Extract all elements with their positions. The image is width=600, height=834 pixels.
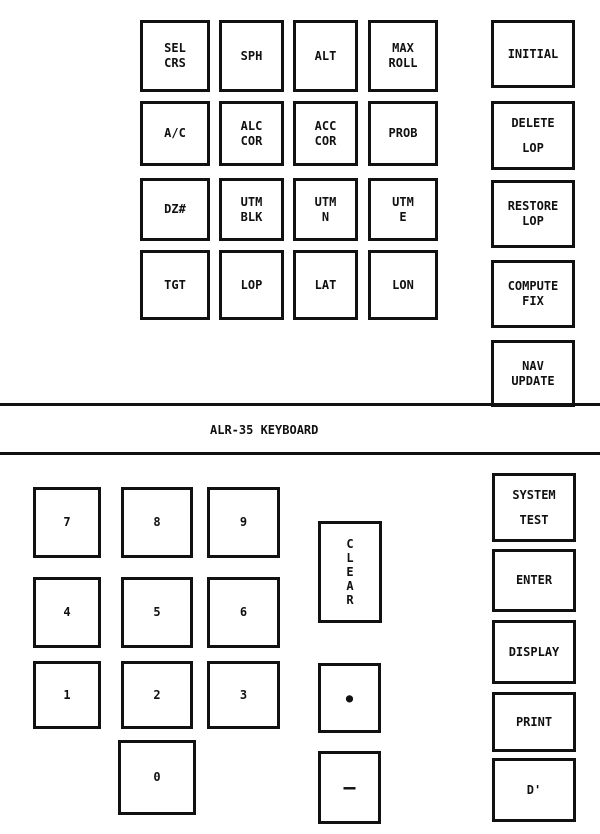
key-label: 9 [239,515,248,529]
key-1[interactable]: 1 [33,661,101,729]
key-label: SEL [164,41,186,55]
key-label: CRS [164,56,186,70]
key-label: — [343,775,356,799]
key-label: COR [240,133,263,148]
key-6[interactable]: 6 [207,577,280,648]
key-label: ALC [240,118,263,133]
key-label: A [346,579,354,593]
key-decimal-point[interactable]: ● [318,663,381,733]
key-label: ENTER [515,573,553,587]
key-label: 3 [239,687,248,702]
key-label: LOP [522,214,544,228]
key-4[interactable]: 4 [33,577,101,648]
key-display[interactable]: DISPLAY [492,620,576,684]
divider-bottom [0,452,600,455]
key-label: LOP [522,140,544,155]
key-label: UPDATE [511,373,555,388]
keyboard-title: ALR-35 KEYBOARD [210,423,319,437]
key-label: UTM [392,194,414,209]
key-label: DISPLAY [508,644,560,659]
key-label: FIX [522,294,544,308]
key-a-c[interactable]: A/C [140,101,210,166]
key-sph[interactable]: SPH [219,20,284,92]
key-label: 6 [239,605,248,619]
key-3[interactable]: 3 [207,661,280,729]
key-label: COR [314,133,337,148]
key-minus[interactable]: — [318,751,381,824]
key-label: R [346,593,354,607]
key-label: COMPUTE [507,279,559,293]
key-9[interactable]: 9 [207,487,280,558]
key-5[interactable]: 5 [121,577,193,648]
key-label: E [399,209,407,224]
key-label: D' [526,782,542,797]
key-label: TEST [519,512,549,527]
key-label: NAV [522,358,544,373]
key-label: DELETE [511,115,555,130]
key-label: C [346,537,354,551]
key-2[interactable]: 2 [121,661,193,729]
key-label: ROLL [388,56,418,70]
key-label: SPH [240,48,263,63]
key-label: E [346,565,354,579]
key-print[interactable]: PRINT [492,692,576,752]
key-8[interactable]: 8 [121,487,193,558]
key-label: A/C [164,126,186,140]
key-label: LOP [240,277,263,292]
key-alt[interactable]: ALT [293,20,358,92]
key-lop[interactable]: LOP [219,250,284,320]
divider-top [0,403,600,406]
key-label: UTM [240,194,263,209]
key-0[interactable]: 0 [118,740,196,815]
key-label: 7 [63,515,71,529]
key-label: 1 [63,687,71,702]
key-label: LON [392,277,414,292]
key-enter[interactable]: ENTER [492,549,576,612]
key-label: ACC [314,118,337,133]
key-label: INITIAL [507,46,559,61]
key-label: L [346,551,354,565]
key-label: 5 [153,605,161,619]
key-d[interactable]: D' [492,758,576,822]
key-label: 0 [153,770,161,784]
key-7[interactable]: 7 [33,487,101,558]
key-system-test[interactable]: SYSTEM TEST [492,473,576,542]
key-lat[interactable]: LAT [293,250,358,320]
key-label: UTM [314,194,337,209]
key-tgt[interactable]: TGT [140,250,210,320]
key-initial[interactable]: INITIAL [491,20,575,88]
key-label: 8 [153,515,161,529]
key-label: BLK [240,209,263,224]
key-label: 4 [63,605,71,619]
key-label: RESTORE [507,199,559,213]
key-delete-lop[interactable]: DELETE LOP [491,101,575,170]
key-label: ● [345,690,354,705]
key-prob[interactable]: PROB [368,101,438,166]
key-label: ALT [314,48,337,63]
key-label: PROB [388,126,418,140]
key-lon[interactable]: LON [368,250,438,320]
key-label: DZ# [164,202,186,216]
key-label: 2 [153,687,161,702]
key-dz[interactable]: DZ# [140,178,210,241]
key-label: TGT [164,277,186,292]
key-label: SYSTEM [512,487,556,502]
key-label: MAX [392,41,414,55]
key-label: N [321,209,330,224]
key-label: LAT [314,277,337,292]
key-label: PRINT [515,714,553,729]
